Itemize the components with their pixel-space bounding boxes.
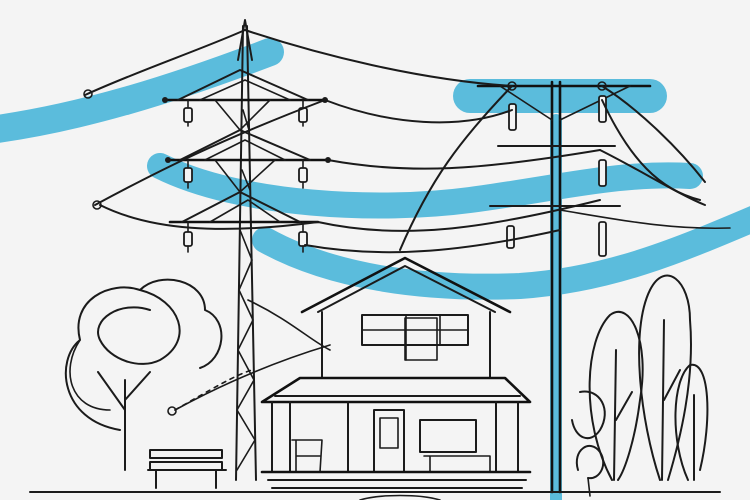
upper-window [361, 314, 469, 361]
accent-stroke-top [0, 38, 284, 143]
house [260, 256, 532, 489]
front-door [373, 409, 405, 473]
porch-window [419, 419, 477, 453]
lattice-transmission-tower [162, 19, 331, 481]
left-tree [64, 278, 223, 471]
tower-insulators [183, 99, 308, 253]
accent-stroke-lower [252, 206, 750, 300]
power-lines [83, 29, 731, 416]
bench [147, 449, 227, 489]
right-trees [571, 274, 709, 497]
porch-chair [291, 439, 323, 473]
